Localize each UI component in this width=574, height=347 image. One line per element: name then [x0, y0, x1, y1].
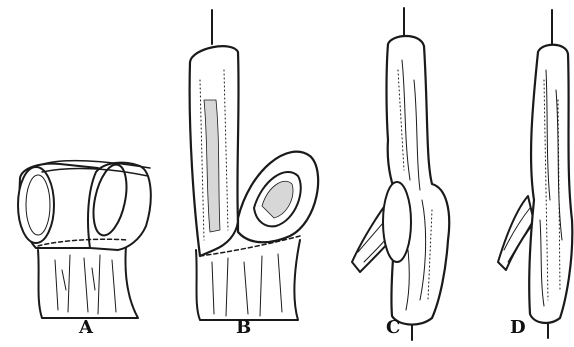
panel-c-bulge — [383, 182, 411, 262]
panel-d-drawing — [498, 10, 572, 338]
panel-label-b: B — [236, 318, 251, 338]
panel-b-hatching — [212, 254, 282, 316]
panel-d-main-vessel — [529, 45, 572, 323]
panel-label-a: A — [79, 318, 93, 338]
panel-a-left-opening — [18, 167, 54, 243]
panel-a-drawing — [18, 161, 151, 318]
panel-d-side-branch — [498, 196, 534, 270]
panel-c-drawing — [352, 8, 449, 340]
panel-c-main-vessel — [387, 36, 450, 325]
panel-label-d: D — [510, 318, 526, 338]
panel-a-hatching — [55, 255, 116, 314]
panel-label-c: C — [386, 318, 400, 338]
panel-b-drawing — [190, 10, 319, 320]
